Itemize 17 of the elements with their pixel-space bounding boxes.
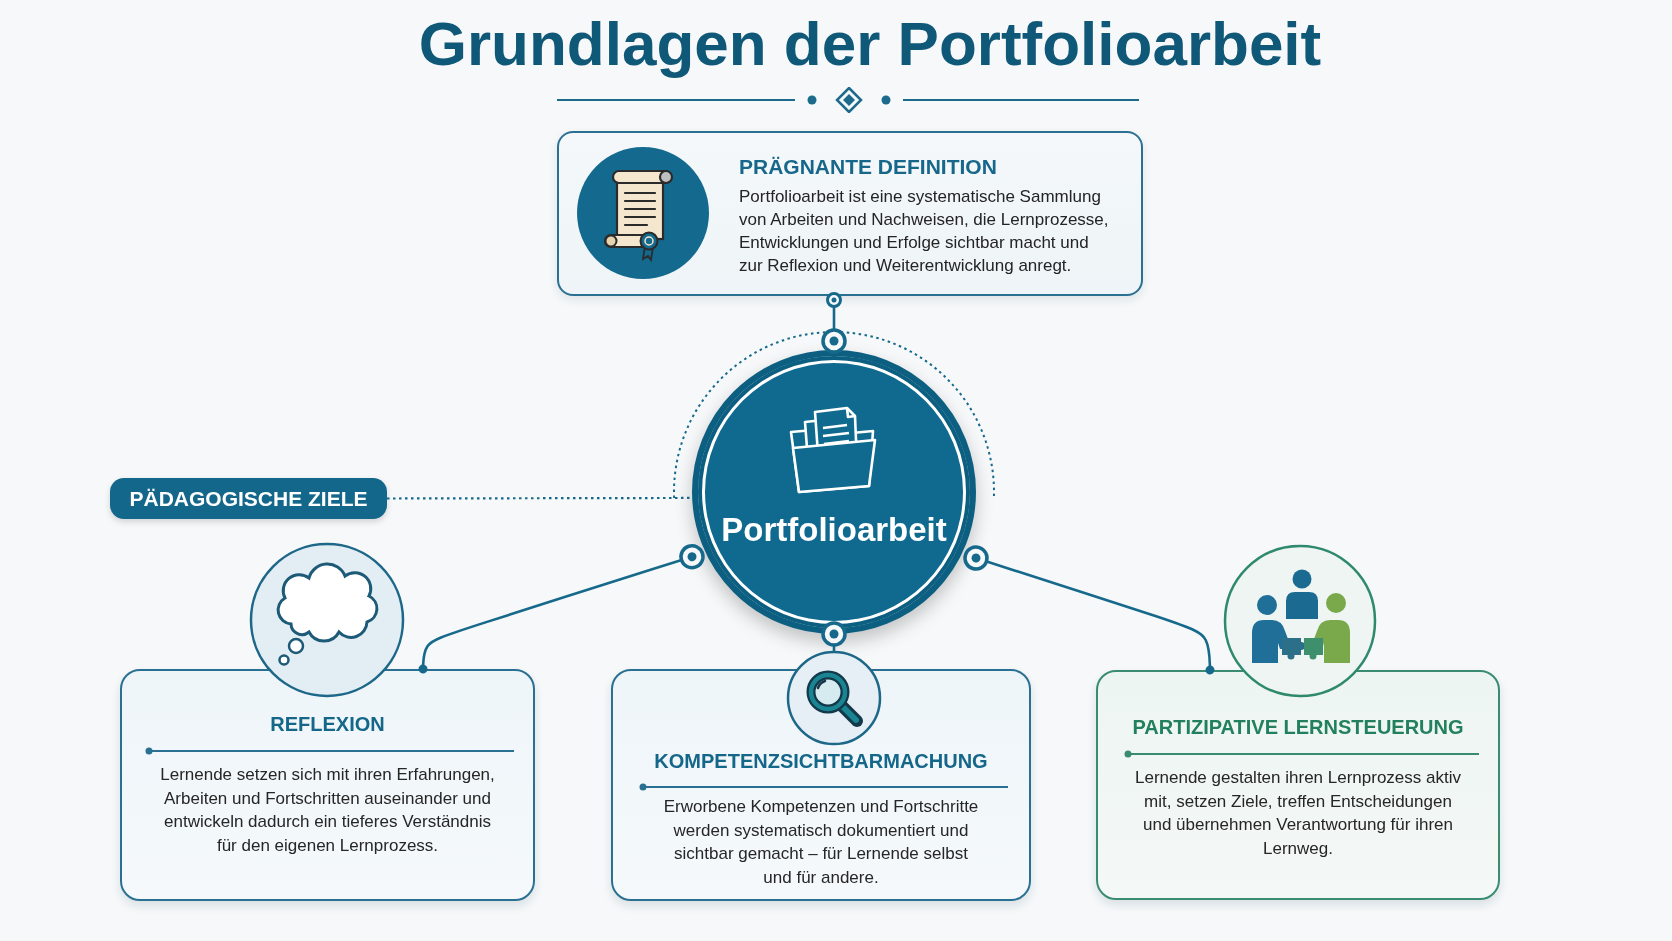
dotted-connector [387, 496, 692, 500]
card-text: Lernende setzen sich mit ihren Erfahrungen, Arbeiten und Fortschritten auseinander und entwickeln dadurch ein tieferes Verständnis für den eigenen Lernprozess. [159, 764, 496, 857]
definition-card [557, 131, 1143, 296]
card-heading: PARTIZIPATIVE LERNSTEUERUNG [1132, 715, 1464, 740]
connector-line [821, 621, 847, 652]
connector-line [418, 543, 705, 674]
card-text: Erworbene Kompetenzen und Fortschritte werden systematisch dokumentiert und sichtbar gemacht – für Lernende selbst und für andere. [662, 796, 980, 889]
connector-line [821, 292, 847, 354]
card-text: Portfolioarbeit ist eine systematische Sammlung von Arbeiten und Nachweisen, die Lernprozesse, Entwicklungen und Erfolge sichtbar macht und zur Reflexion und Weiterentwicklung anregt. [739, 186, 1110, 277]
center-label: Portfolioarbeit [721, 510, 947, 550]
section-tag: PÄDAGOGISCHE ZIELE [110, 478, 387, 519]
card-text: Lernende gestalten ihren Lernprozess aktiv mit, setzen Ziele, treffen Entscheidungen und übernehmen Verantwortung für ihren Lernweg. [1133, 767, 1462, 860]
card-heading: REFLEXION [270, 712, 385, 737]
card-heading: PRÄGNANTE DEFINITION [739, 154, 997, 180]
card-heading: KOMPETENZSICHTBARMACHUNG [654, 749, 988, 774]
connector-line [963, 545, 1215, 675]
diagram-title: Grundlagen der Portfolioarbeit [417, 8, 1323, 80]
